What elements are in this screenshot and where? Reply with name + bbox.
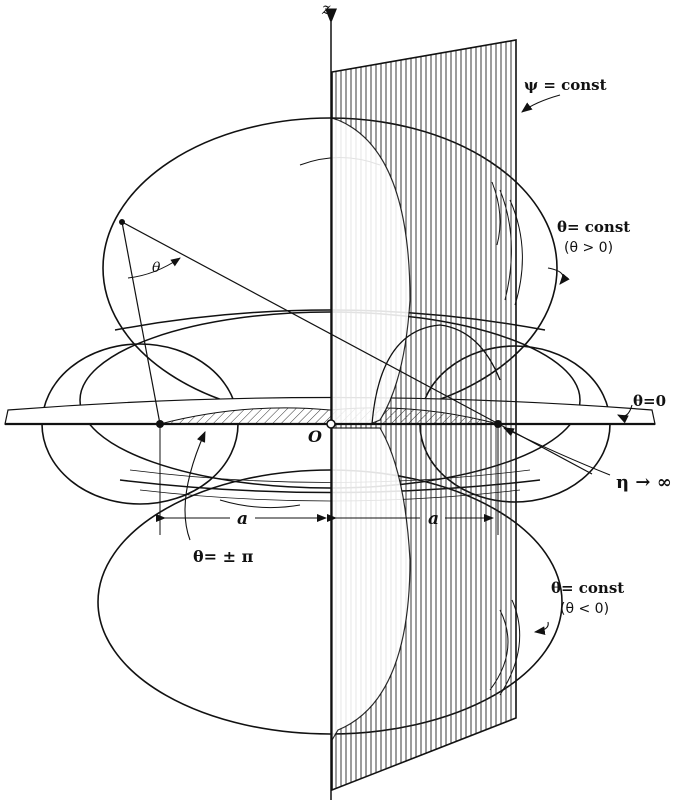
- theta-zero-label: θ=0: [633, 392, 666, 410]
- theta-pi-label: θ= ± π: [193, 547, 254, 566]
- upper-surface-condition: (θ > 0): [564, 240, 613, 256]
- z-axis-label: z: [321, 0, 331, 18]
- plane-lower-intersection: [331, 427, 411, 743]
- plane-torus-cut: [371, 324, 501, 425]
- dimension-a-left: a: [237, 509, 248, 529]
- lower-surface-label: θ= const: [551, 579, 624, 597]
- upper-surface-label: θ= const: [557, 218, 630, 236]
- lower-sphere: [97, 469, 563, 735]
- angle-arc: [127, 257, 181, 279]
- leader-lines: [184, 94, 633, 636]
- dimension-lines: [156, 424, 499, 535]
- psi-plane-label: ψ = const: [524, 76, 607, 94]
- theta-angle-label: θ: [152, 260, 161, 276]
- construction-line-2: [121, 221, 161, 425]
- plane-sphere-intersection: [331, 117, 411, 425]
- origin-point: [326, 419, 336, 429]
- origin-label: O: [308, 427, 322, 446]
- eta-infinity-label: η → ∞: [616, 472, 672, 493]
- lower-surface-condition: (θ < 0): [560, 601, 609, 617]
- dimension-a-right: a: [428, 509, 439, 529]
- sphere-point: [119, 219, 125, 225]
